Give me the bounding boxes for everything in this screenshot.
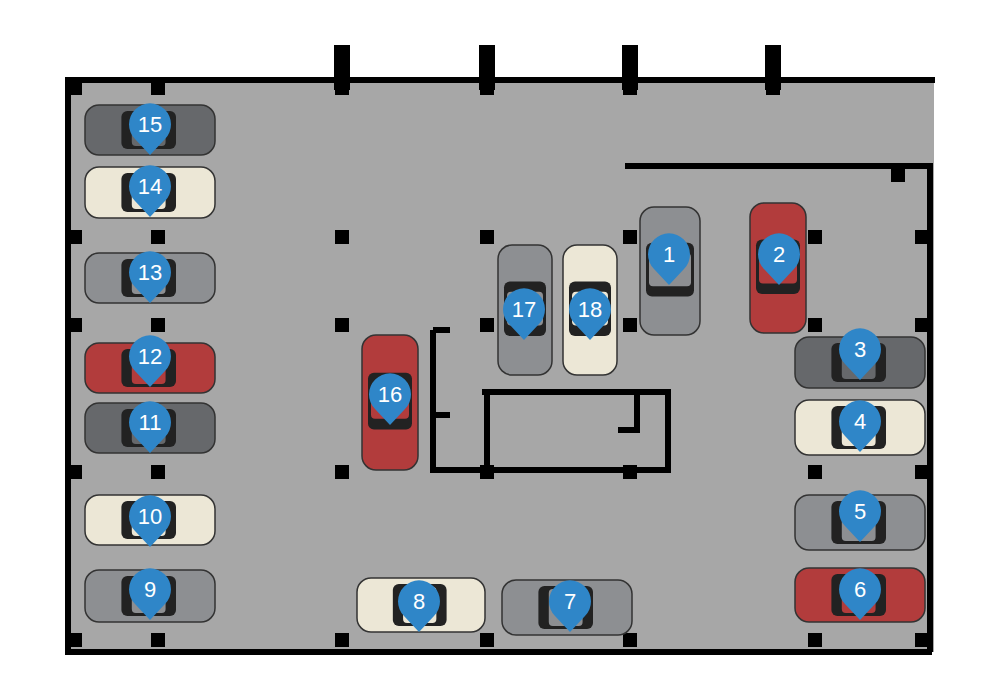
- floor: [68, 80, 934, 652]
- pillar: [68, 318, 82, 332]
- pillar: [335, 318, 349, 332]
- cars: [85, 105, 925, 635]
- pin-marker: [129, 401, 171, 453]
- pillar: [335, 81, 349, 95]
- car: [362, 335, 418, 470]
- pillar: [808, 465, 822, 479]
- callout-number: 11: [130, 410, 170, 436]
- pillar: [766, 81, 780, 95]
- pillar: [151, 465, 165, 479]
- pin-marker: [839, 400, 881, 452]
- pin-marker: [129, 495, 171, 547]
- pillar: [808, 633, 822, 647]
- pillar: [335, 633, 349, 647]
- pillar: [151, 318, 165, 332]
- pillar: [68, 633, 82, 647]
- car-body: [362, 335, 418, 470]
- car-body: [502, 580, 632, 635]
- pillar-grid: [68, 81, 929, 647]
- pin-marker: [129, 251, 171, 303]
- pillar: [915, 318, 929, 332]
- pin-marker: [549, 580, 591, 632]
- pillar: [915, 230, 929, 244]
- callout-number: 10: [130, 504, 170, 530]
- pillar: [623, 230, 637, 244]
- pillar: [623, 318, 637, 332]
- pin-marker: [569, 288, 611, 340]
- car-body: [357, 578, 485, 632]
- car: [563, 245, 617, 375]
- car: [502, 580, 632, 635]
- callout-number: 1: [649, 242, 689, 268]
- car-body: [498, 245, 552, 375]
- pin-marker: [129, 165, 171, 217]
- car: [795, 568, 925, 622]
- pillars: [334, 45, 781, 90]
- pin-marker: [648, 233, 690, 285]
- car: [640, 207, 700, 335]
- pillar: [68, 230, 82, 244]
- callout-number: 5: [840, 499, 880, 525]
- callout-number: 12: [130, 344, 170, 370]
- pillar: [480, 633, 494, 647]
- pillar: [480, 318, 494, 332]
- callout-number: 17: [504, 297, 544, 323]
- car-body: [640, 207, 700, 335]
- pillar: [915, 633, 929, 647]
- pillar: [891, 168, 905, 182]
- pillar: [915, 465, 929, 479]
- callout-number: 9: [130, 577, 170, 603]
- pillar: [335, 230, 349, 244]
- callout-number: 7: [550, 589, 590, 615]
- pin-marker: [129, 568, 171, 620]
- car-body: [563, 245, 617, 375]
- pin-marker: [758, 233, 800, 285]
- car: [795, 400, 925, 455]
- pillar: [480, 465, 494, 479]
- pin-marker: [129, 103, 171, 155]
- callout-number: 6: [840, 577, 880, 603]
- pillar: [623, 633, 637, 647]
- pillar: [623, 81, 637, 95]
- callout-number: 3: [840, 337, 880, 363]
- pillar: [808, 318, 822, 332]
- pin-marker: [369, 373, 411, 425]
- car-body: [750, 203, 806, 333]
- car: [750, 203, 806, 333]
- callout-number: 18: [570, 297, 610, 323]
- pillar: [480, 230, 494, 244]
- pin-marker: [839, 490, 881, 542]
- pins: [129, 103, 881, 632]
- pillar: [808, 230, 822, 244]
- pillar: [68, 465, 82, 479]
- pillar: [151, 633, 165, 647]
- callout-number: 14: [130, 174, 170, 200]
- pillar: [480, 81, 494, 95]
- pillar: [68, 81, 82, 95]
- callout-number: 4: [840, 409, 880, 435]
- pin-marker: [129, 335, 171, 387]
- pin-marker: [398, 580, 440, 632]
- pillar: [151, 230, 165, 244]
- walls: [65, 80, 935, 652]
- car: [357, 578, 485, 632]
- callout-number: 2: [759, 242, 799, 268]
- pillar: [151, 81, 165, 95]
- callout-number: 15: [130, 112, 170, 138]
- pillar: [335, 465, 349, 479]
- car-body: [795, 568, 925, 622]
- callout-number: 16: [370, 382, 410, 408]
- pillar: [623, 465, 637, 479]
- callout-number: 8: [399, 589, 439, 615]
- callout-number: 13: [130, 260, 170, 286]
- pin-marker: [839, 328, 881, 380]
- car: [498, 245, 552, 375]
- pin-marker: [503, 288, 545, 340]
- pin-marker: [839, 568, 881, 620]
- car-windows: [368, 373, 412, 430]
- car-body: [795, 400, 925, 455]
